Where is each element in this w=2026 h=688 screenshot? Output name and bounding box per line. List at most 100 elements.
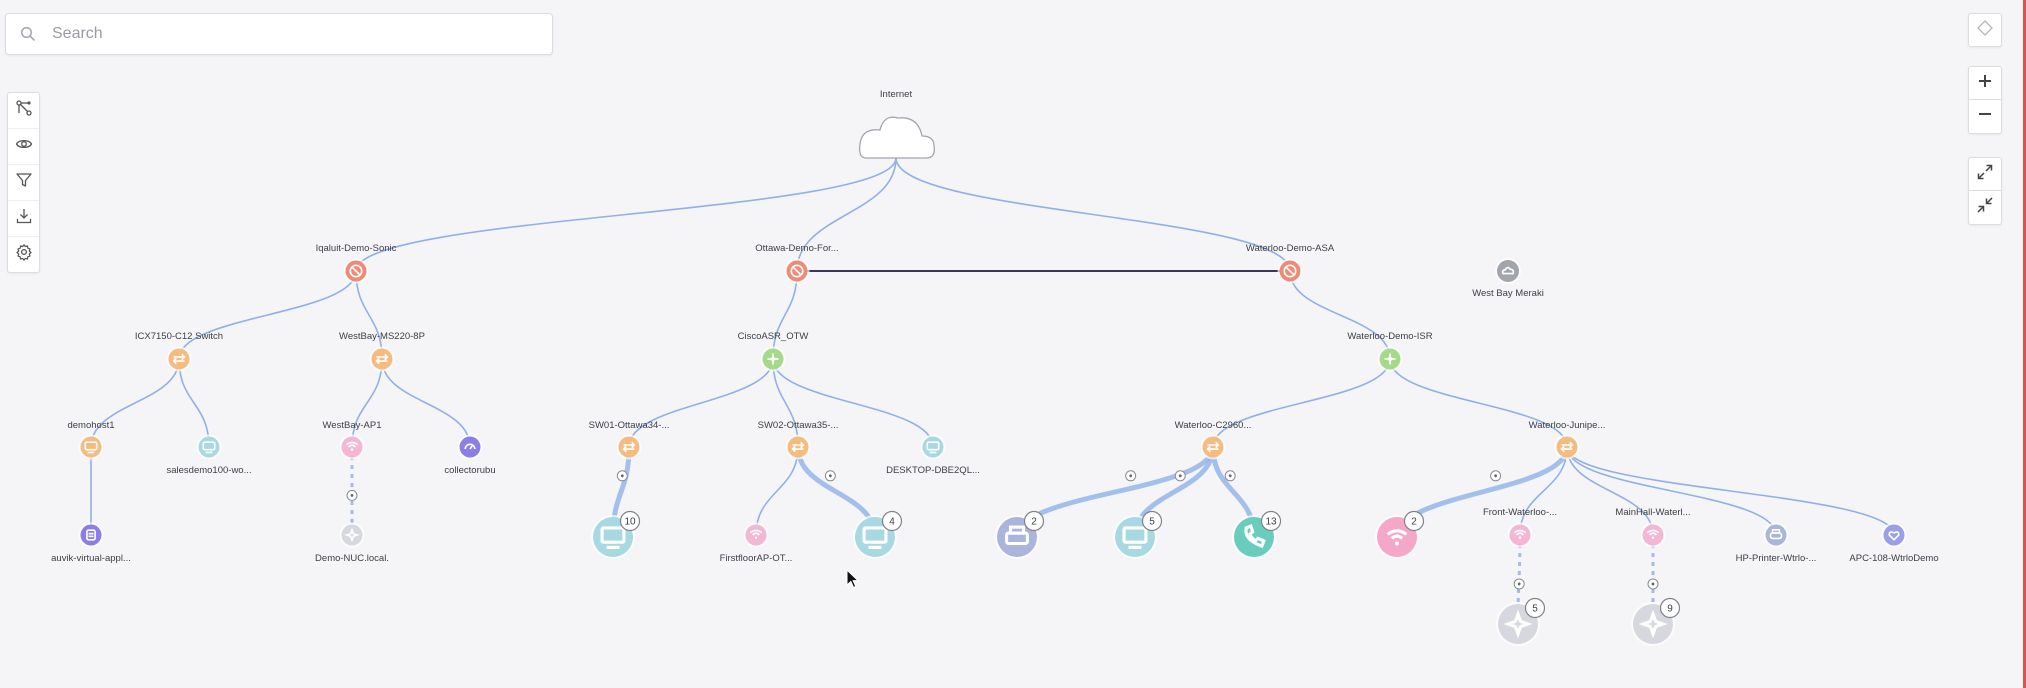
node-grp5[interactable]: 5: [1113, 510, 1163, 560]
network-link[interactable]: [355, 270, 383, 360]
node-mainhall[interactable]: MainHall-Waterl...: [1615, 507, 1691, 548]
link-speed-marker[interactable]: [1513, 578, 1525, 590]
node-internet[interactable]: Internet: [858, 89, 935, 159]
network-link[interactable]: [381, 358, 471, 448]
expand-button[interactable]: [1968, 157, 2002, 191]
network-link[interactable]: [1289, 270, 1391, 360]
node-c2960[interactable]: Waterloo-C2960...: [1175, 420, 1252, 460]
link-speed-marker[interactable]: [1647, 578, 1659, 590]
filter-button[interactable]: [8, 165, 39, 201]
network-link[interactable]: [1566, 446, 1895, 536]
node-desktop[interactable]: DESKTOP-DBE2QL...: [886, 434, 980, 477]
gear-icon: [15, 243, 33, 266]
eye-icon: [15, 135, 33, 158]
network-link[interactable]: [355, 157, 897, 272]
node-label: auvik-virtual-appl...: [51, 553, 131, 564]
group-count-badge: 5: [1141, 510, 1163, 532]
node-grpprinter[interactable]: 2: [995, 510, 1045, 560]
node-apc[interactable]: APC-108-WtrloDemo: [1849, 522, 1939, 565]
node-demohost1[interactable]: demohost1: [67, 420, 115, 460]
settings-button[interactable]: [8, 237, 39, 272]
host-icon: [78, 434, 104, 460]
zoom-in-button[interactable]: [1968, 66, 2002, 100]
network-link[interactable]: [772, 270, 798, 360]
node-firstfloor[interactable]: FirstfloorAP-OT...: [720, 522, 793, 565]
node-grpu5[interactable]: 5: [1496, 597, 1546, 647]
search-icon: [6, 26, 50, 42]
node-ottawa[interactable]: Ottawa-Demo-For...: [755, 243, 839, 284]
network-link[interactable]: [1389, 358, 1568, 448]
link-speed-marker[interactable]: [1125, 470, 1137, 482]
node-meraki[interactable]: West Bay Meraki: [1472, 258, 1544, 299]
network-link[interactable]: [1014, 446, 1216, 538]
node-grpu9[interactable]: 9: [1631, 597, 1681, 647]
node-label: CiscoASR_OTW: [738, 331, 809, 342]
node-nuc[interactable]: Demo-NUC.local.: [315, 522, 389, 565]
workstation-icon: [920, 434, 946, 460]
network-link[interactable]: [895, 157, 1291, 272]
node-label: APC-108-WtrloDemo: [1849, 553, 1938, 564]
node-sw01[interactable]: SW01-Ottawa34-...: [589, 420, 670, 460]
link-speed-marker[interactable]: [616, 470, 628, 482]
node-ap1[interactable]: WestBay-AP1: [323, 420, 382, 460]
network-link[interactable]: [772, 358, 799, 448]
download-button[interactable]: [8, 201, 39, 237]
node-grp4[interactable]: 4: [853, 510, 903, 560]
node-grpphone[interactable]: 13: [1232, 510, 1282, 560]
network-link[interactable]: [351, 358, 383, 448]
node-label: HP-Printer-Wtrlo-...: [1736, 553, 1817, 564]
node-juniper[interactable]: Waterloo-Junipe...: [1529, 420, 1606, 460]
node-ciscoasr[interactable]: CiscoASR_OTW: [738, 331, 809, 372]
router-icon: [1377, 346, 1403, 372]
network-link[interactable]: [628, 358, 774, 448]
network-link[interactable]: [772, 358, 934, 448]
link-speed-marker[interactable]: [1490, 470, 1502, 482]
node-collectorubu[interactable]: collectorubu: [444, 434, 496, 477]
node-hpprinter[interactable]: HP-Printer-Wtrlo-...: [1736, 522, 1817, 565]
network-link[interactable]: [755, 446, 799, 536]
network-link[interactable]: [90, 358, 180, 448]
network-link[interactable]: [178, 270, 357, 360]
node-label: WestBay-MS220-8P: [339, 331, 425, 342]
link-speed-marker[interactable]: [346, 489, 358, 501]
view-button[interactable]: [8, 129, 39, 165]
expand-icon: [1976, 163, 1994, 186]
node-auvik[interactable]: auvik-virtual-appl...: [51, 522, 131, 565]
node-isr[interactable]: Waterloo-Demo-ISR: [1347, 331, 1433, 372]
network-link[interactable]: [796, 157, 897, 272]
collapse-button[interactable]: [1968, 191, 2002, 225]
link-speed-marker[interactable]: [1224, 470, 1236, 482]
node-waterloo[interactable]: Waterloo-Demo-ASA: [1246, 243, 1335, 284]
network-link[interactable]: [1212, 358, 1391, 448]
search-input[interactable]: [50, 24, 552, 44]
recenter-button[interactable]: [1968, 13, 2002, 47]
recenter-icon: [1976, 19, 1994, 42]
node-iqaluit[interactable]: Iqaluit-Demo-Sonic: [316, 243, 397, 284]
node-sw02[interactable]: SW02-Ottawa35-...: [758, 420, 839, 460]
network-link[interactable]: [178, 358, 210, 448]
minus-icon: [1977, 106, 1993, 127]
download-icon: [15, 207, 33, 230]
node-grp10[interactable]: 10: [591, 510, 641, 560]
layout-button[interactable]: [8, 93, 39, 129]
search-bar[interactable]: [5, 13, 553, 55]
network-link[interactable]: [1566, 446, 1654, 536]
network-link[interactable]: [1519, 446, 1568, 536]
printer-icon: [1763, 522, 1789, 548]
link-speed-marker[interactable]: [824, 470, 836, 482]
link-speed-marker[interactable]: [1174, 470, 1186, 482]
node-icx[interactable]: ICX7150-C12 Switch: [135, 331, 223, 372]
network-link[interactable]: [1566, 446, 1777, 536]
node-ms220[interactable]: WestBay-MS220-8P: [339, 331, 425, 372]
group-count: 2: [1411, 517, 1417, 528]
node-label: Front-Waterloo-...: [1483, 507, 1557, 518]
node-salesdemo[interactable]: salesdemo100-wo...: [166, 434, 252, 477]
node-grpwifi[interactable]: 2: [1375, 510, 1425, 560]
zoom-out-button[interactable]: [1968, 100, 2002, 134]
node-label: salesdemo100-wo...: [166, 465, 251, 476]
node-frontwat[interactable]: Front-Waterloo-...: [1483, 507, 1557, 548]
switch-icon: [785, 434, 811, 460]
group-count-badge: 4: [881, 510, 903, 532]
